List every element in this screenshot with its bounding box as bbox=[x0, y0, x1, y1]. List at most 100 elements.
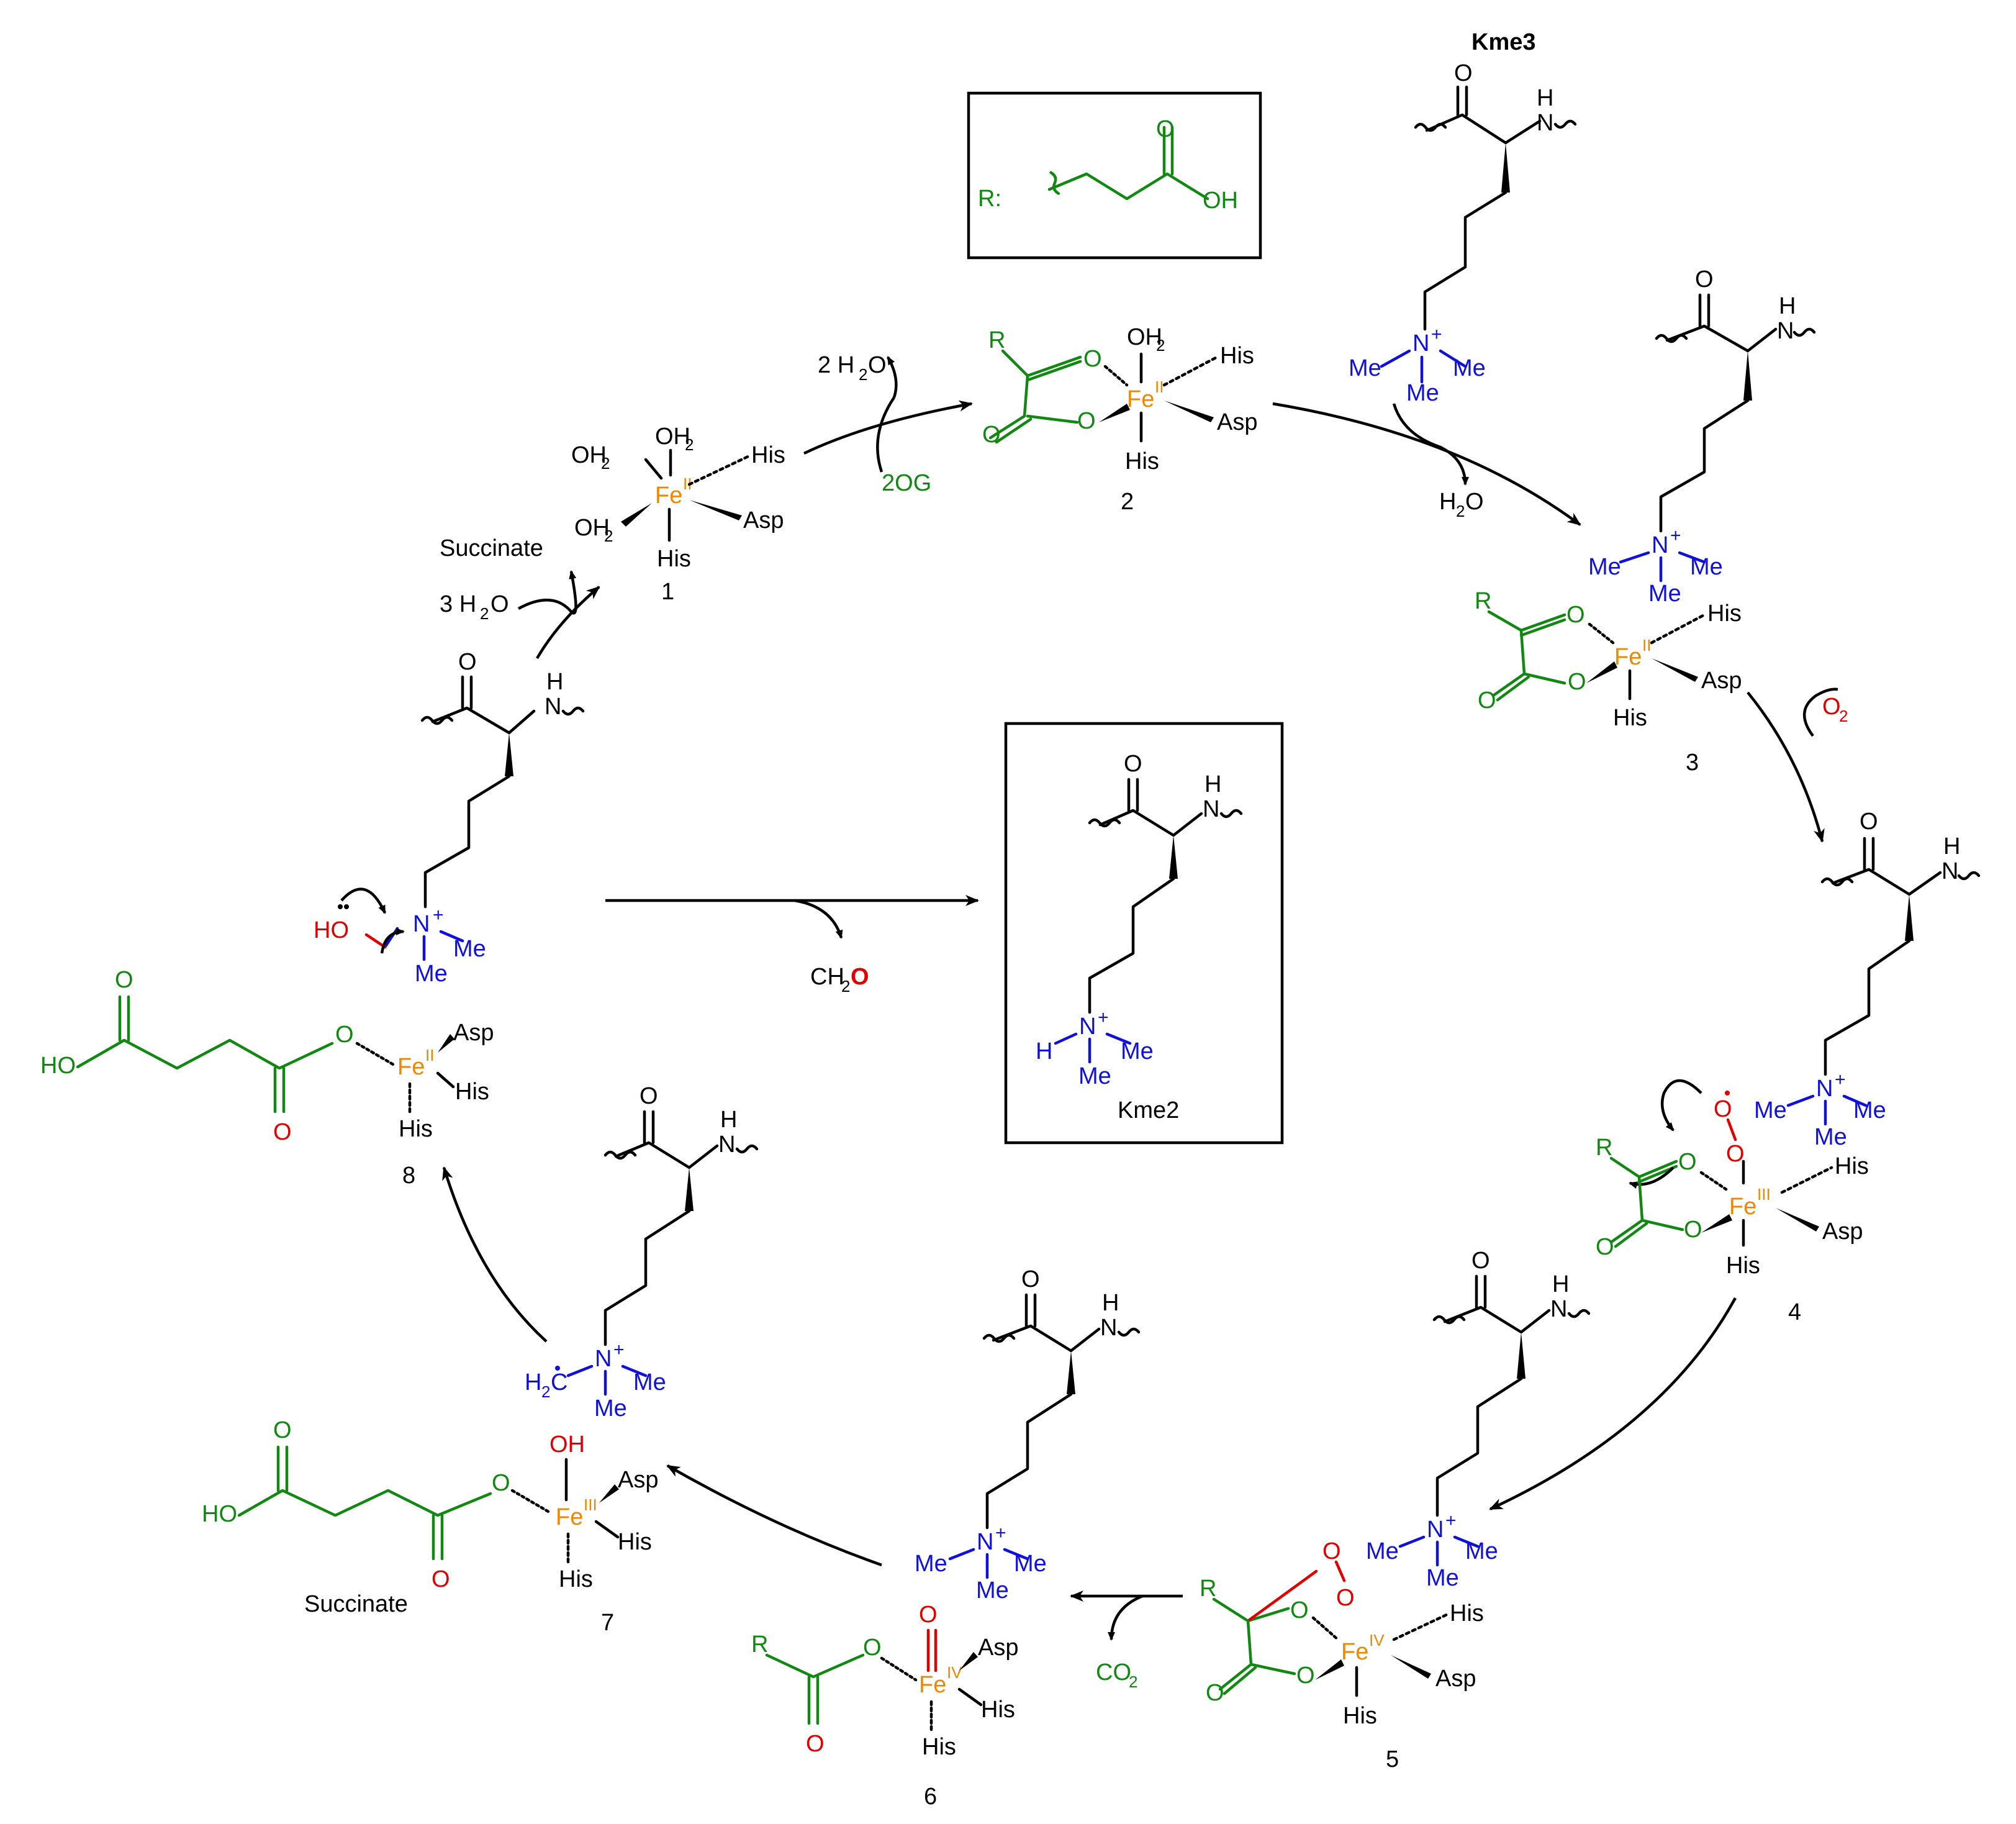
svg-text:II: II bbox=[425, 1046, 434, 1064]
svg-text:Asp: Asp bbox=[1822, 1218, 1863, 1245]
svg-text:II: II bbox=[683, 474, 692, 493]
svg-text:Asp: Asp bbox=[618, 1467, 658, 1493]
svg-text:H: H bbox=[1943, 833, 1960, 860]
svg-text:2: 2 bbox=[1456, 502, 1465, 520]
svg-text:OH: OH bbox=[1127, 324, 1162, 350]
svg-text:H: H bbox=[720, 1107, 737, 1133]
svg-text:II: II bbox=[1642, 636, 1651, 655]
svg-text:2: 2 bbox=[841, 977, 850, 996]
svg-text:O: O bbox=[982, 422, 1001, 448]
svg-text:H: H bbox=[1036, 1038, 1052, 1064]
svg-text:His: His bbox=[618, 1529, 652, 1555]
svg-text:+: + bbox=[1098, 1007, 1109, 1028]
svg-text:2 H: 2 H bbox=[818, 352, 854, 378]
arrow-2-to-3: H 2 O bbox=[1272, 402, 1581, 526]
svg-text:N: N bbox=[595, 1346, 612, 1372]
label-7: 7 bbox=[601, 1610, 614, 1636]
svg-text:N: N bbox=[977, 1529, 993, 1555]
arrow-to-kme2: CH 2 O bbox=[605, 895, 979, 996]
svg-text:O: O bbox=[1695, 266, 1714, 293]
kme2-product-box: O H N N + H Me Me Kme2 bbox=[1004, 722, 1284, 1145]
svg-text:Me: Me bbox=[453, 936, 486, 962]
kme3-o: O bbox=[1454, 60, 1473, 86]
intermediate-8: HO O O O Fe II Asp His His 8 bbox=[40, 967, 494, 1189]
svg-text:2: 2 bbox=[1839, 707, 1848, 725]
svg-text:Me: Me bbox=[1853, 1097, 1886, 1123]
svg-text:Fe: Fe bbox=[397, 1054, 425, 1080]
svg-text:Fe: Fe bbox=[655, 483, 682, 509]
svg-text:Me: Me bbox=[976, 1577, 1009, 1604]
svg-text:O: O bbox=[919, 1602, 938, 1628]
svg-text:O: O bbox=[1077, 408, 1096, 434]
twoog-reagent: 2OG bbox=[882, 470, 931, 496]
svg-text:O: O bbox=[1471, 1248, 1490, 1274]
svg-text:IV: IV bbox=[947, 1663, 962, 1682]
svg-text:H: H bbox=[1205, 771, 1221, 797]
svg-text:HO: HO bbox=[202, 1501, 237, 1527]
kme3-substrate: Kme3 O H N N + Me Me Me bbox=[1349, 29, 1577, 406]
svg-text:His: His bbox=[1726, 1253, 1760, 1279]
svg-text:His: His bbox=[751, 442, 785, 468]
svg-text:O: O bbox=[1290, 1597, 1309, 1623]
svg-text:CH: CH bbox=[810, 964, 844, 990]
svg-text:Me: Me bbox=[1465, 1538, 1498, 1564]
intermediate-3: O H N N + Me Me Me R O O O Fe II His Asp… bbox=[1475, 266, 1816, 776]
svg-text:O: O bbox=[1822, 694, 1841, 720]
svg-text:O: O bbox=[335, 1022, 354, 1048]
svg-text:N: N bbox=[1203, 796, 1219, 822]
svg-text:H: H bbox=[1102, 1290, 1119, 1316]
svg-text:O: O bbox=[115, 967, 133, 993]
svg-text:H: H bbox=[546, 669, 563, 695]
svg-text:OH: OH bbox=[655, 424, 690, 450]
svg-text:His: His bbox=[455, 1079, 489, 1105]
svg-text:O: O bbox=[1083, 346, 1102, 372]
svg-text:N: N bbox=[1941, 858, 1958, 884]
svg-text:2: 2 bbox=[859, 365, 867, 384]
svg-text:O: O bbox=[432, 1566, 450, 1592]
svg-text:+: + bbox=[995, 1523, 1006, 1543]
intermediate-6: O H N N + Me Me Me R O O O Fe IV Asp His… bbox=[751, 1266, 1141, 1810]
arrow-3-to-4: O 2 bbox=[1747, 687, 1848, 843]
svg-text:O: O bbox=[273, 1119, 292, 1145]
svg-text:+: + bbox=[1670, 525, 1681, 546]
label-8: 8 bbox=[402, 1163, 415, 1189]
intermediate-5: O H N N + Me Me Me R O O O O O Fe IV His… bbox=[1200, 1248, 1591, 1772]
svg-text:Me: Me bbox=[594, 1395, 627, 1422]
svg-text:H: H bbox=[525, 1369, 541, 1395]
svg-text:Fe: Fe bbox=[919, 1672, 946, 1698]
svg-text:Me: Me bbox=[1453, 355, 1486, 381]
svg-text:OH: OH bbox=[571, 442, 607, 468]
svg-text:O: O bbox=[1860, 809, 1878, 835]
arrow-4-to-5 bbox=[1489, 1297, 1737, 1511]
svg-text:III: III bbox=[1757, 1185, 1771, 1204]
svg-text:O: O bbox=[1568, 669, 1586, 695]
r-box-oh: OH bbox=[1203, 188, 1238, 214]
arrow-6-to-7 bbox=[666, 1464, 882, 1567]
svg-text:O: O bbox=[1726, 1141, 1745, 1167]
svg-text:O: O bbox=[1596, 1234, 1614, 1260]
svg-text:His: His bbox=[1835, 1153, 1869, 1179]
svg-text:R: R bbox=[1475, 588, 1491, 614]
svg-text:O: O bbox=[1021, 1266, 1040, 1292]
svg-text:Me: Me bbox=[1588, 554, 1621, 580]
kme3-h: H bbox=[1537, 85, 1553, 111]
svg-text:OH: OH bbox=[574, 515, 610, 541]
svg-text:O: O bbox=[1124, 751, 1142, 777]
arrow-hemiaminal-to-1: Succinate 3 H 2 O bbox=[440, 535, 600, 660]
kme3-n: N bbox=[1537, 110, 1553, 136]
svg-text:Asp: Asp bbox=[743, 507, 784, 533]
svg-text:O: O bbox=[868, 352, 887, 378]
svg-text:2: 2 bbox=[1156, 336, 1165, 355]
svg-text:O: O bbox=[492, 1470, 510, 1496]
svg-text:+: + bbox=[613, 1340, 625, 1360]
svg-text:O: O bbox=[273, 1417, 292, 1443]
svg-text:2: 2 bbox=[685, 435, 694, 454]
svg-text:R: R bbox=[1596, 1135, 1612, 1161]
succinate-label: Succinate bbox=[304, 1591, 408, 1617]
label-1: 1 bbox=[661, 579, 674, 605]
svg-text:2: 2 bbox=[1129, 1672, 1137, 1691]
svg-text:Fe: Fe bbox=[556, 1504, 583, 1530]
arrow-1-to-2: 2 H 2 O 2OG bbox=[803, 352, 973, 496]
svg-text:O: O bbox=[490, 591, 509, 617]
svg-text:+: + bbox=[1835, 1069, 1846, 1090]
